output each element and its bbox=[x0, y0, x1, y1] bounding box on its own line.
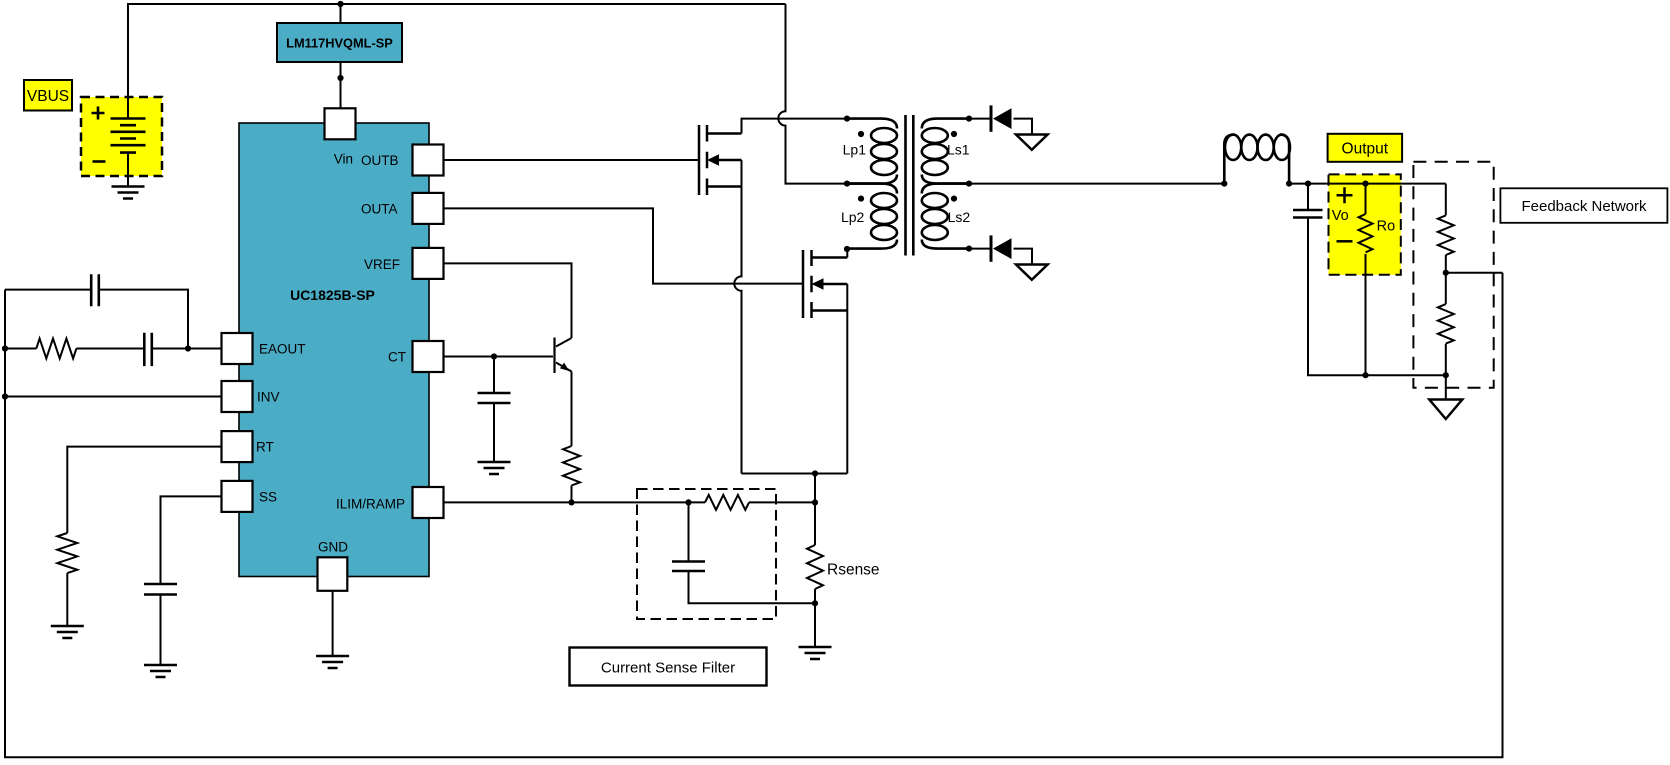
svg-text:Feedback Network: Feedback Network bbox=[1521, 198, 1647, 215]
svg-text:RT: RT bbox=[256, 440, 274, 455]
svg-text:Lp1: Lp1 bbox=[843, 142, 867, 158]
svg-text:Current Sense Filter: Current Sense Filter bbox=[601, 660, 735, 677]
svg-text:VBUS: VBUS bbox=[27, 88, 69, 105]
svg-text:VREF: VREF bbox=[364, 257, 400, 272]
svg-text:EAOUT: EAOUT bbox=[259, 342, 306, 357]
svg-text:UC1825B-SP: UC1825B-SP bbox=[290, 287, 375, 303]
svg-text:GND: GND bbox=[318, 540, 348, 555]
svg-text:INV: INV bbox=[257, 390, 280, 405]
svg-text:SS: SS bbox=[259, 490, 277, 505]
svg-text:LM117HVQML-SP: LM117HVQML-SP bbox=[286, 36, 393, 51]
svg-text:Ls2: Ls2 bbox=[948, 209, 971, 225]
svg-text:Vo: Vo bbox=[1332, 208, 1349, 224]
svg-text:Vin: Vin bbox=[334, 152, 353, 167]
svg-text:OUTA: OUTA bbox=[361, 202, 398, 217]
svg-text:Lp2: Lp2 bbox=[841, 209, 865, 225]
svg-text:ILIM/RAMP: ILIM/RAMP bbox=[336, 497, 405, 512]
svg-text:Ls1: Ls1 bbox=[947, 142, 970, 158]
svg-text:CT: CT bbox=[388, 350, 406, 365]
svg-text:Ro: Ro bbox=[1377, 219, 1396, 235]
svg-text:Rsense: Rsense bbox=[827, 562, 880, 579]
svg-text:Output: Output bbox=[1342, 141, 1389, 158]
svg-text:OUTB: OUTB bbox=[361, 153, 399, 168]
